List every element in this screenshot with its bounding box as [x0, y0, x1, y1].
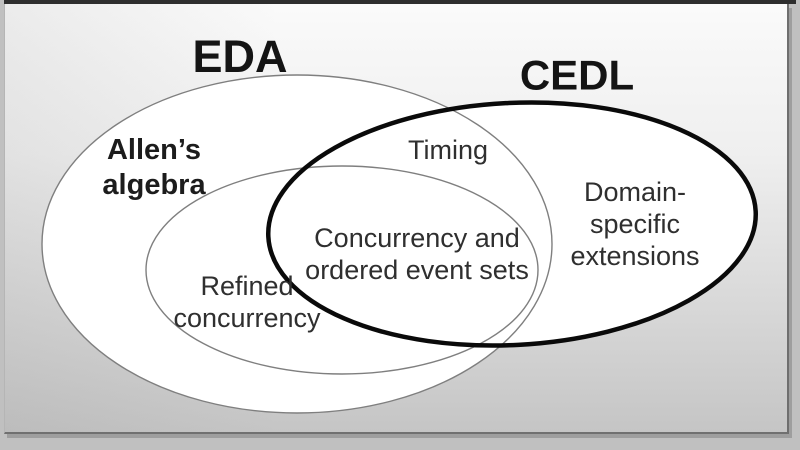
timing-label: Timing — [407, 135, 489, 165]
allens-algebra-label: Allen’s algebra — [102, 134, 206, 201]
frame-top-border — [4, 0, 796, 4]
domain-specific-extensions-label: Domain-specific extensions — [570, 177, 700, 271]
cedl-set-title: CEDL — [519, 51, 635, 99]
cedl-ellipse — [266, 100, 758, 348]
eda-set-title: EDA — [192, 31, 288, 82]
concurrency-ordered-event-sets-label: Concurrency and ordered event sets — [305, 223, 529, 285]
refined-concurrency-label: Refined concurrency — [173, 271, 321, 333]
eda-ellipse — [41, 74, 553, 414]
refined-concurrency-ellipse — [145, 165, 539, 375]
